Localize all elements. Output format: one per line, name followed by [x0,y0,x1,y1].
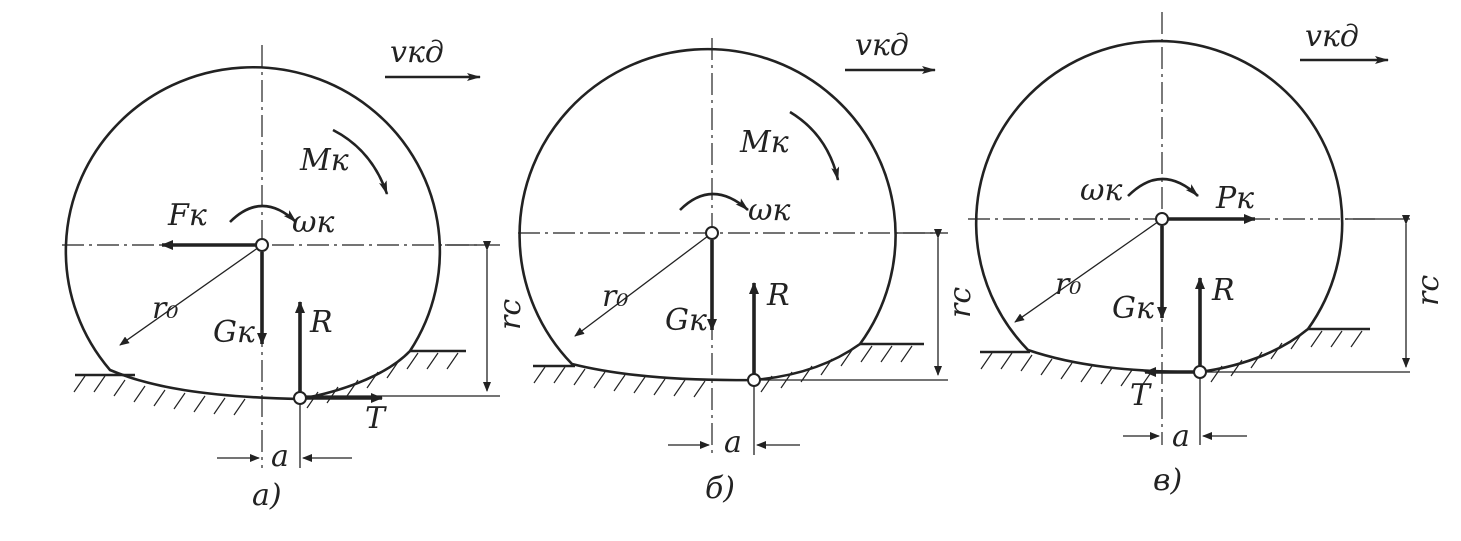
wheel-hub-point [255,238,269,252]
angular-velocity-label: ωк [1080,173,1122,208]
moment-label: Mк [299,143,349,178]
velocity-label: vкд [390,35,444,70]
wheel-outline [974,39,1344,374]
reaction-label: R [309,305,333,340]
ground-hatching [73,352,459,416]
ground-hatching [533,345,913,398]
reaction-label: R [766,278,790,313]
rolling-radius-label: rc [493,299,528,330]
weight-label: Gк [665,303,707,338]
radius-line [1014,218,1163,323]
weight-label: Gк [213,315,255,350]
radius-label: r₀ [1055,267,1081,302]
offset-label: a [271,439,289,474]
angular-velocity-label: ωк [748,193,790,228]
radius-label: r₀ [152,291,178,326]
velocity-label: vкд [855,28,909,63]
rolling-radius-label: rc [1411,275,1446,306]
radius-line [574,232,713,337]
moment-arc [332,128,389,195]
diagram-caption: а) [252,478,282,513]
angular-velocity-label: ωк [292,205,334,240]
tangential-force-label: T [1130,378,1152,413]
horizontal-force-label: Fк [167,198,207,233]
wheel-hub-point [1155,212,1169,226]
velocity-label: vкд [1305,19,1359,54]
moment-label: Mк [739,125,789,160]
rolling-radius-label: rc [943,287,978,318]
diagram-caption: б) [705,471,735,506]
diagram-a: vкд Mк ωк Fк Gк R T r₀ rc a а) [62,35,528,513]
angular-velocity-arc [1127,177,1199,197]
ground-hatching [980,330,1363,388]
angular-velocity-arc [679,192,749,211]
weight-label: Gк [1112,291,1154,326]
diagram-c: vкд ωк Pк Gк R T r₀ rc a в) [968,12,1446,498]
offset-label: a [1172,419,1190,454]
radius-line [119,244,263,346]
radius-label: r₀ [602,279,628,314]
wheel-outline [518,47,897,382]
diagram-caption: в) [1153,463,1182,498]
horizontal-force-label: Pк [1215,181,1254,216]
contact-point [1193,365,1207,379]
angular-velocity-arc [229,204,297,223]
contact-point [293,391,307,405]
tangential-force-label: T [365,401,387,436]
offset-label: a [724,425,742,460]
wheel-hub-point [705,226,719,240]
reaction-label: R [1211,273,1235,308]
moment-arc [789,110,840,181]
wheel-outline [64,66,442,401]
contact-point [747,373,761,387]
diagram-b: vкд Mк ωк Gк R r₀ rc a б) [518,28,978,506]
